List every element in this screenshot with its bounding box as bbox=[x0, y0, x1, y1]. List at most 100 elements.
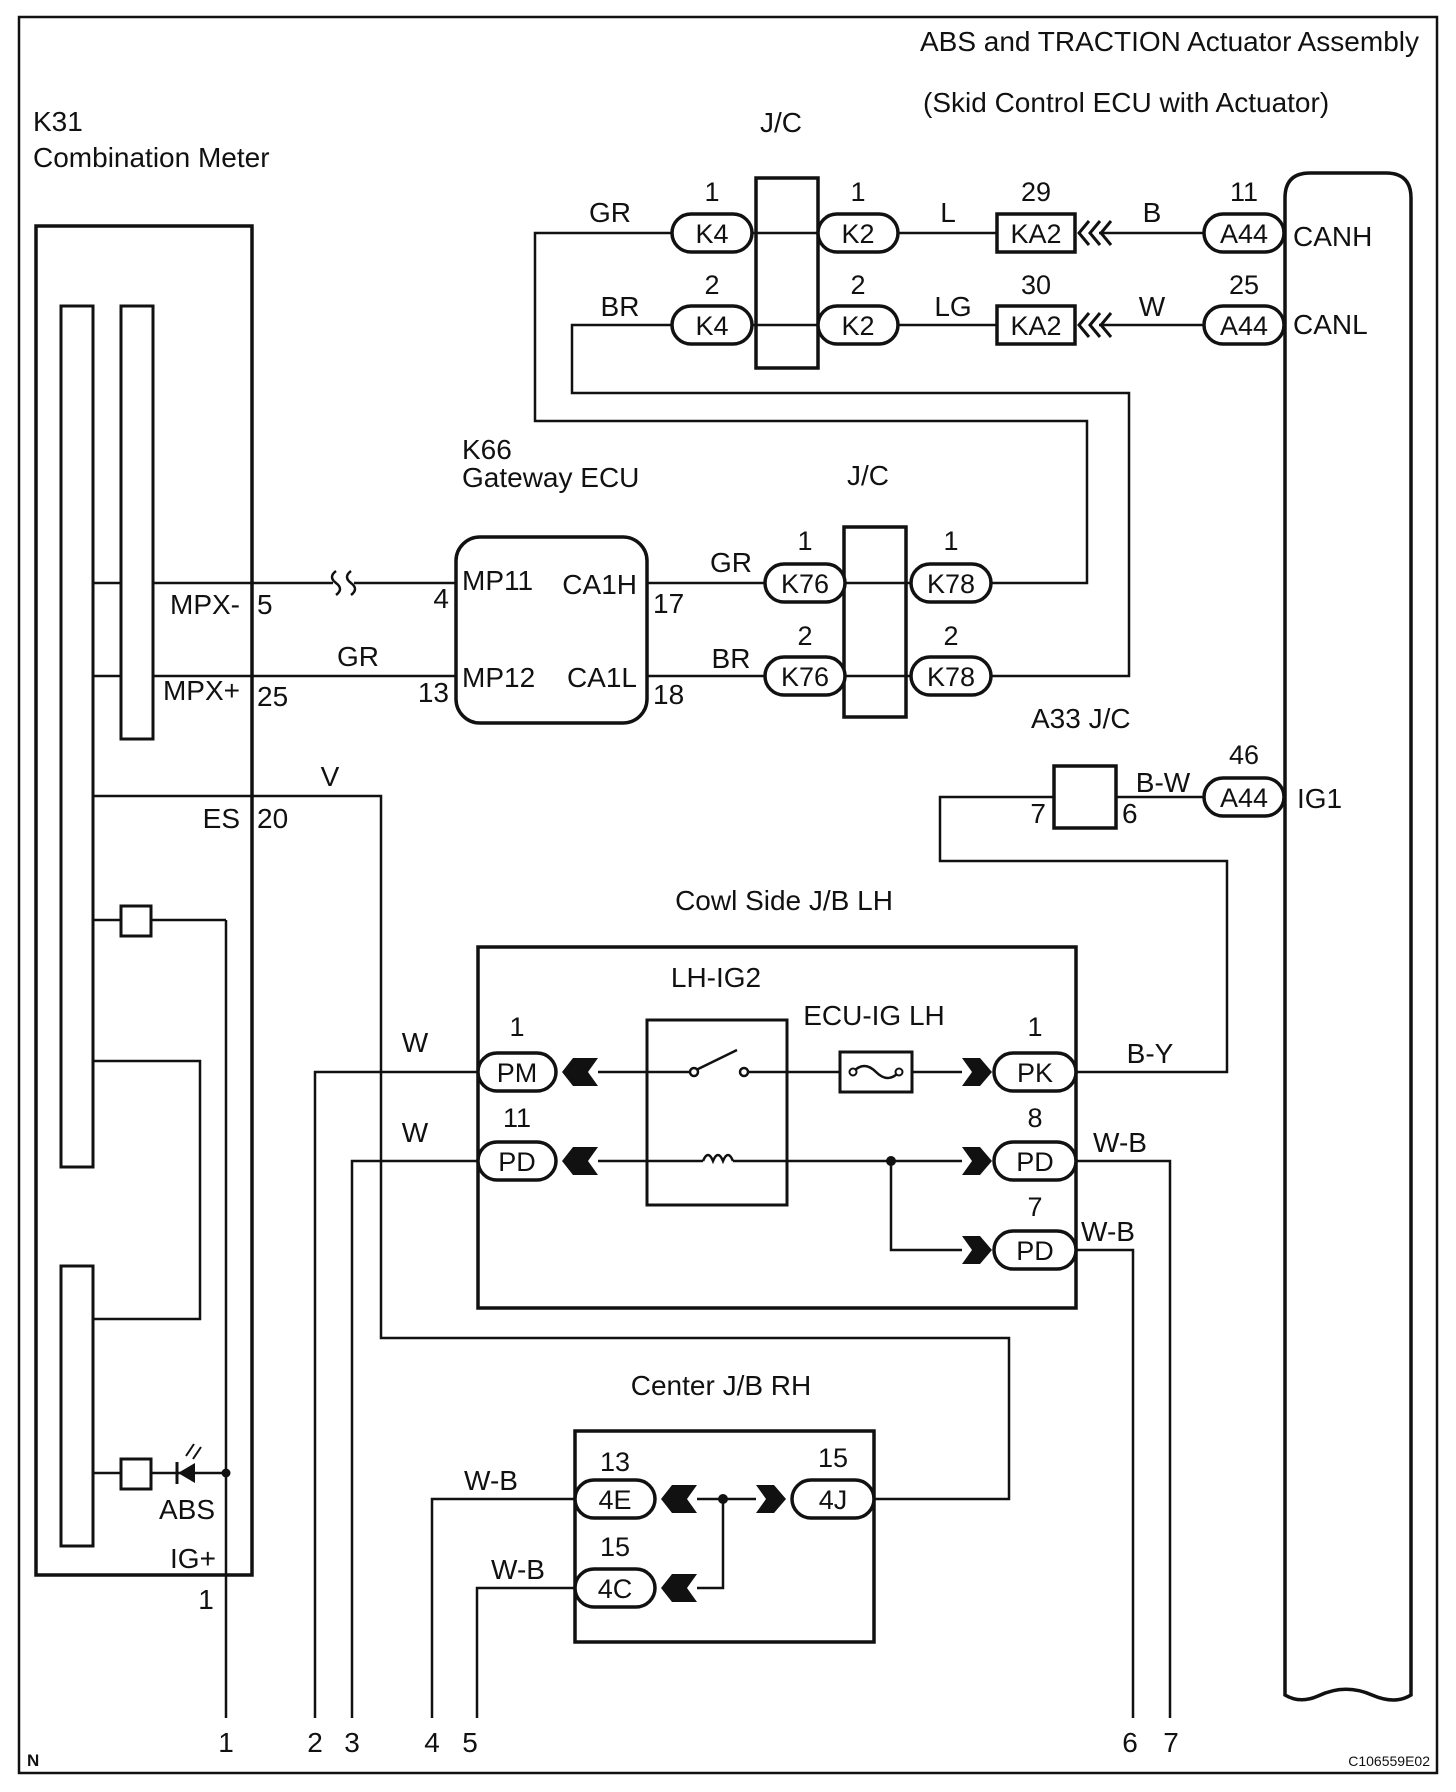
center-branch-wire bbox=[697, 1499, 725, 1590]
k78-label-1: K78 bbox=[927, 569, 975, 599]
4j-arrow-icon bbox=[756, 1485, 786, 1513]
wire-break-icon bbox=[330, 570, 357, 596]
terminal-6: 6 bbox=[1122, 1727, 1138, 1758]
gateway-pin-ca1h: CA1H bbox=[562, 569, 637, 600]
mp12-pin: 13 bbox=[418, 677, 449, 708]
br-loop-wire bbox=[570, 323, 1131, 678]
wire-wb-pd8: W-B bbox=[1093, 1127, 1147, 1158]
k76-label-2: K76 bbox=[781, 662, 829, 692]
cowl-jb-box bbox=[476, 945, 1078, 1310]
meter-small-box-2 bbox=[119, 1457, 153, 1491]
meter-small-box-1 bbox=[119, 904, 153, 938]
k76-connector-2 bbox=[763, 655, 847, 697]
pk-connector bbox=[992, 1051, 1078, 1093]
meter-link-wire bbox=[93, 1059, 202, 1321]
wire-wb-4e: W-B bbox=[464, 1465, 518, 1496]
meter-name: Combination Meter bbox=[33, 142, 270, 173]
ka2-connector-30 bbox=[995, 304, 1077, 346]
k2-connector-1 bbox=[816, 212, 900, 254]
pd-label-8: PD bbox=[1016, 1147, 1054, 1177]
wire-bw: B-W bbox=[1136, 767, 1191, 798]
wire-br-1: BR bbox=[601, 291, 640, 322]
k4-pin-1: 1 bbox=[704, 177, 719, 207]
a33-jc-label: A33 J/C bbox=[1031, 703, 1131, 734]
k78-label-2: K78 bbox=[927, 662, 975, 692]
relay-contact-1 bbox=[688, 1066, 700, 1078]
wire-wb-4c: W-B bbox=[491, 1554, 545, 1585]
meter-inner-bar-b bbox=[119, 304, 155, 741]
gateway-pin-ca1l: CA1L bbox=[567, 662, 637, 693]
4c-label: 4C bbox=[598, 1574, 633, 1604]
ka2-label-29: KA2 bbox=[1010, 219, 1061, 249]
gateway-pin-mp12: MP12 bbox=[462, 662, 535, 693]
terminal-7: 7 bbox=[1163, 1727, 1179, 1758]
k2-connector-2 bbox=[816, 304, 900, 346]
a33-jc-box bbox=[1052, 764, 1118, 830]
relay-box bbox=[645, 1018, 789, 1207]
terminal-1: 1 bbox=[218, 1727, 234, 1758]
a44-pin-11: 11 bbox=[1230, 177, 1258, 207]
4c-pin: 15 bbox=[600, 1532, 630, 1562]
pd-pin-11: 11 bbox=[503, 1103, 531, 1133]
k4-label-1: K4 bbox=[695, 219, 728, 249]
a44-label-11: A44 bbox=[1220, 219, 1268, 249]
pk-arrow-icon bbox=[962, 1058, 992, 1086]
pk-label: PK bbox=[1017, 1058, 1053, 1088]
v-wire bbox=[252, 794, 1011, 1501]
wire-br-2: BR bbox=[712, 643, 751, 674]
wire-b: B bbox=[1143, 197, 1162, 228]
ka2-pin-29: 29 bbox=[1021, 177, 1051, 207]
pd-7-arrow-icon bbox=[962, 1236, 992, 1264]
gateway-pin-mp11: MP11 bbox=[462, 565, 533, 596]
pm-label: PM bbox=[497, 1058, 538, 1088]
k4-connector-1 bbox=[670, 212, 754, 254]
pd-label-7: PD bbox=[1016, 1236, 1054, 1266]
abs-led-icon bbox=[178, 1463, 195, 1483]
ka2-chevron-30-icon bbox=[1077, 312, 1113, 338]
jc-mid-box bbox=[842, 525, 908, 719]
outer-frame bbox=[17, 15, 1439, 1775]
canl-label: CANL bbox=[1293, 309, 1368, 340]
gateway-ecu-box bbox=[454, 535, 649, 725]
mpx-minus-label: MPX- bbox=[170, 589, 240, 620]
a44-connector-46 bbox=[1202, 776, 1286, 818]
k78-connector-1 bbox=[909, 562, 993, 604]
wire-gr-3: GR bbox=[710, 547, 752, 578]
ig-plus-pin: 1 bbox=[198, 1584, 214, 1615]
wire-w-pd: W bbox=[402, 1117, 429, 1148]
4j-pin: 15 bbox=[818, 1443, 848, 1473]
meter-inner-bar-c bbox=[59, 1264, 95, 1548]
meter-inner-bar-a bbox=[59, 304, 95, 1169]
pd-w-wire bbox=[350, 1159, 478, 1718]
abs-label: ABS bbox=[159, 1494, 215, 1525]
ka2-chevron-29-icon bbox=[1077, 220, 1113, 246]
wire-v: V bbox=[321, 761, 340, 792]
k78-connector-2 bbox=[909, 655, 993, 697]
wire-gr-2: GR bbox=[337, 641, 379, 672]
wire-lg: LG bbox=[934, 291, 971, 322]
k4-connector-2 bbox=[670, 304, 754, 346]
k2-pin-1: 1 bbox=[850, 177, 865, 207]
k78-pin-2: 2 bbox=[943, 621, 958, 651]
wire-gr-1: GR bbox=[589, 197, 631, 228]
ca1h-pin: 17 bbox=[653, 588, 684, 619]
pd-8-arrow-icon bbox=[962, 1147, 992, 1175]
k76-connector-1 bbox=[763, 562, 847, 604]
terminal-3: 3 bbox=[344, 1727, 360, 1758]
mpx-minus-pin: 5 bbox=[257, 589, 273, 620]
k76-pin-2: 2 bbox=[797, 621, 812, 651]
pm-w-wire bbox=[313, 1070, 478, 1718]
a33-pin-7: 7 bbox=[1030, 798, 1046, 829]
k76-pin-1: 1 bbox=[797, 526, 812, 556]
jc-top-box bbox=[754, 176, 820, 370]
4e-wb-wire bbox=[430, 1497, 575, 1718]
4e-arrow-icon bbox=[661, 1485, 697, 1513]
k2-label-1: K2 bbox=[841, 219, 874, 249]
center-jb-box bbox=[573, 1429, 876, 1644]
k4-pin-2: 2 bbox=[704, 270, 719, 300]
relay-switch-icon bbox=[693, 1048, 738, 1073]
canh-label: CANH bbox=[1293, 221, 1372, 252]
pd8-wb-wire bbox=[1076, 1159, 1172, 1718]
es-pin: 20 bbox=[257, 803, 288, 834]
